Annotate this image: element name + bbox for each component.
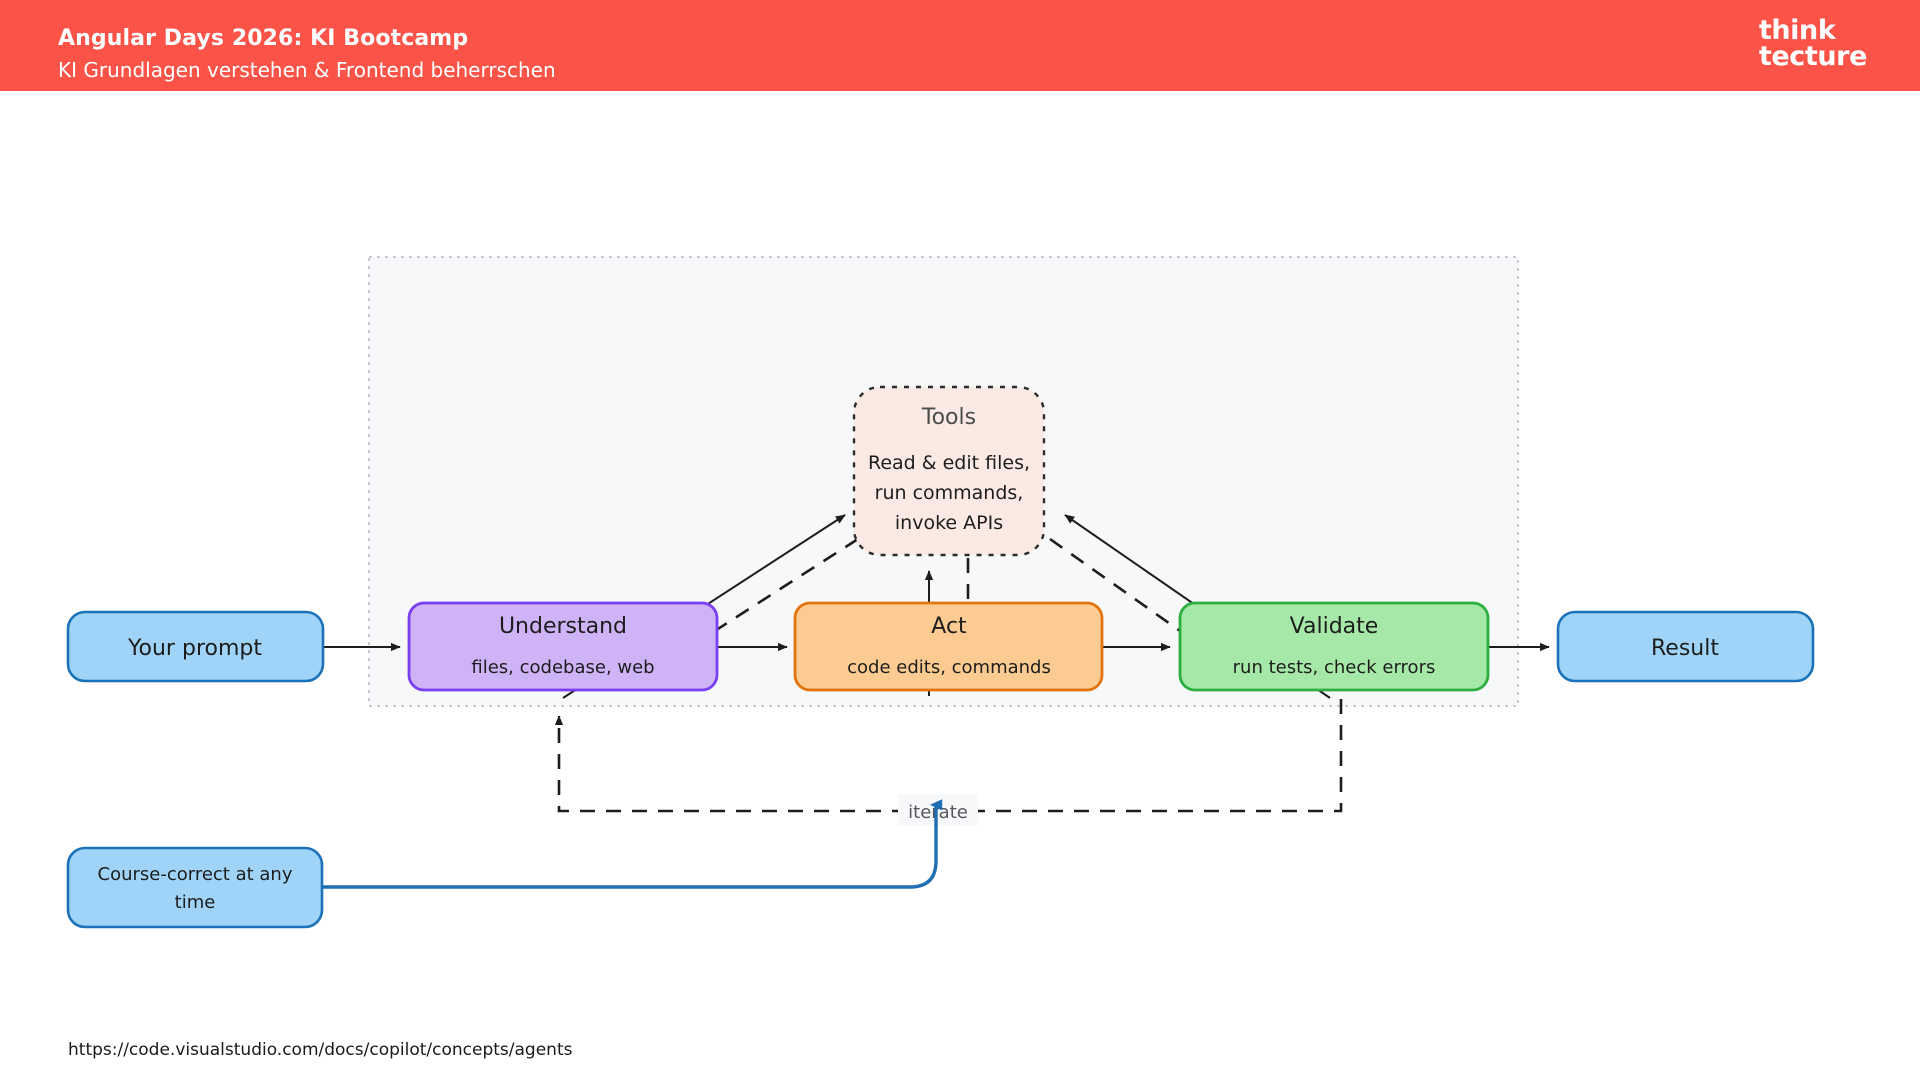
node-validate-subtitle: run tests, check errors: [1233, 657, 1436, 678]
node-your-prompt-shape: [66, 610, 325, 683]
iterate-label: iterate: [908, 802, 968, 823]
page-title: Angular Days 2026: KI Bootcamp: [58, 26, 469, 51]
node-result[interactable]: Result: [1556, 610, 1815, 683]
node-course-correct-line-2: time: [175, 892, 216, 913]
node-tools-line-3: invoke APIs: [895, 512, 1003, 534]
node-tools-title: Tools: [921, 405, 976, 430]
node-tools-shape: [852, 385, 1046, 557]
node-result-label: Result: [1651, 636, 1719, 661]
thinktecture-logo: think tecture: [1758, 15, 1868, 73]
node-tools-line-1: Read & edit files,: [868, 452, 1030, 474]
node-understand[interactable]: Understand files, codebase, web: [407, 601, 719, 692]
node-act-subtitle: code edits, commands: [847, 657, 1051, 678]
agent-loop-diagram: iterate Tools Read & edit files, run com…: [0, 91, 1920, 1080]
node-course-correct-line-1: Course-correct at any: [98, 864, 293, 885]
edge-course-correct: [320, 799, 943, 889]
node-your-prompt[interactable]: Your prompt: [66, 610, 325, 683]
node-act[interactable]: Act code edits, commands: [793, 601, 1104, 692]
edge-tools-to-validate: [1049, 537, 1249, 681]
slide-header: Angular Days 2026: KI Bootcamp KI Grundl…: [0, 0, 1920, 91]
node-understand-subtitle: files, codebase, web: [471, 657, 654, 678]
source-url[interactable]: https://code.visualstudio.com/docs/copil…: [68, 1040, 573, 1060]
node-understand-title: Understand: [499, 614, 627, 639]
node-tools[interactable]: Tools Read & edit files, run commands, i…: [852, 385, 1046, 557]
node-act-title: Act: [931, 614, 967, 639]
node-your-prompt-label: Your prompt: [127, 636, 262, 661]
node-validate-shape: [1178, 601, 1490, 692]
node-result-shape: [1556, 610, 1815, 683]
logo-line-2: tecture: [1758, 41, 1868, 73]
node-course-correct[interactable]: Course-correct at any time: [66, 846, 324, 929]
page-subtitle: KI Grundlagen verstehen & Frontend beher…: [58, 58, 556, 82]
node-course-correct-shape: [66, 846, 324, 929]
node-validate-title: Validate: [1290, 614, 1379, 639]
node-understand-shape: [407, 601, 719, 692]
node-tools-line-2: run commands,: [875, 482, 1024, 504]
logo-line-1: think: [1758, 15, 1836, 46]
node-act-shape: [793, 601, 1104, 692]
node-validate[interactable]: Validate run tests, check errors: [1178, 601, 1490, 692]
